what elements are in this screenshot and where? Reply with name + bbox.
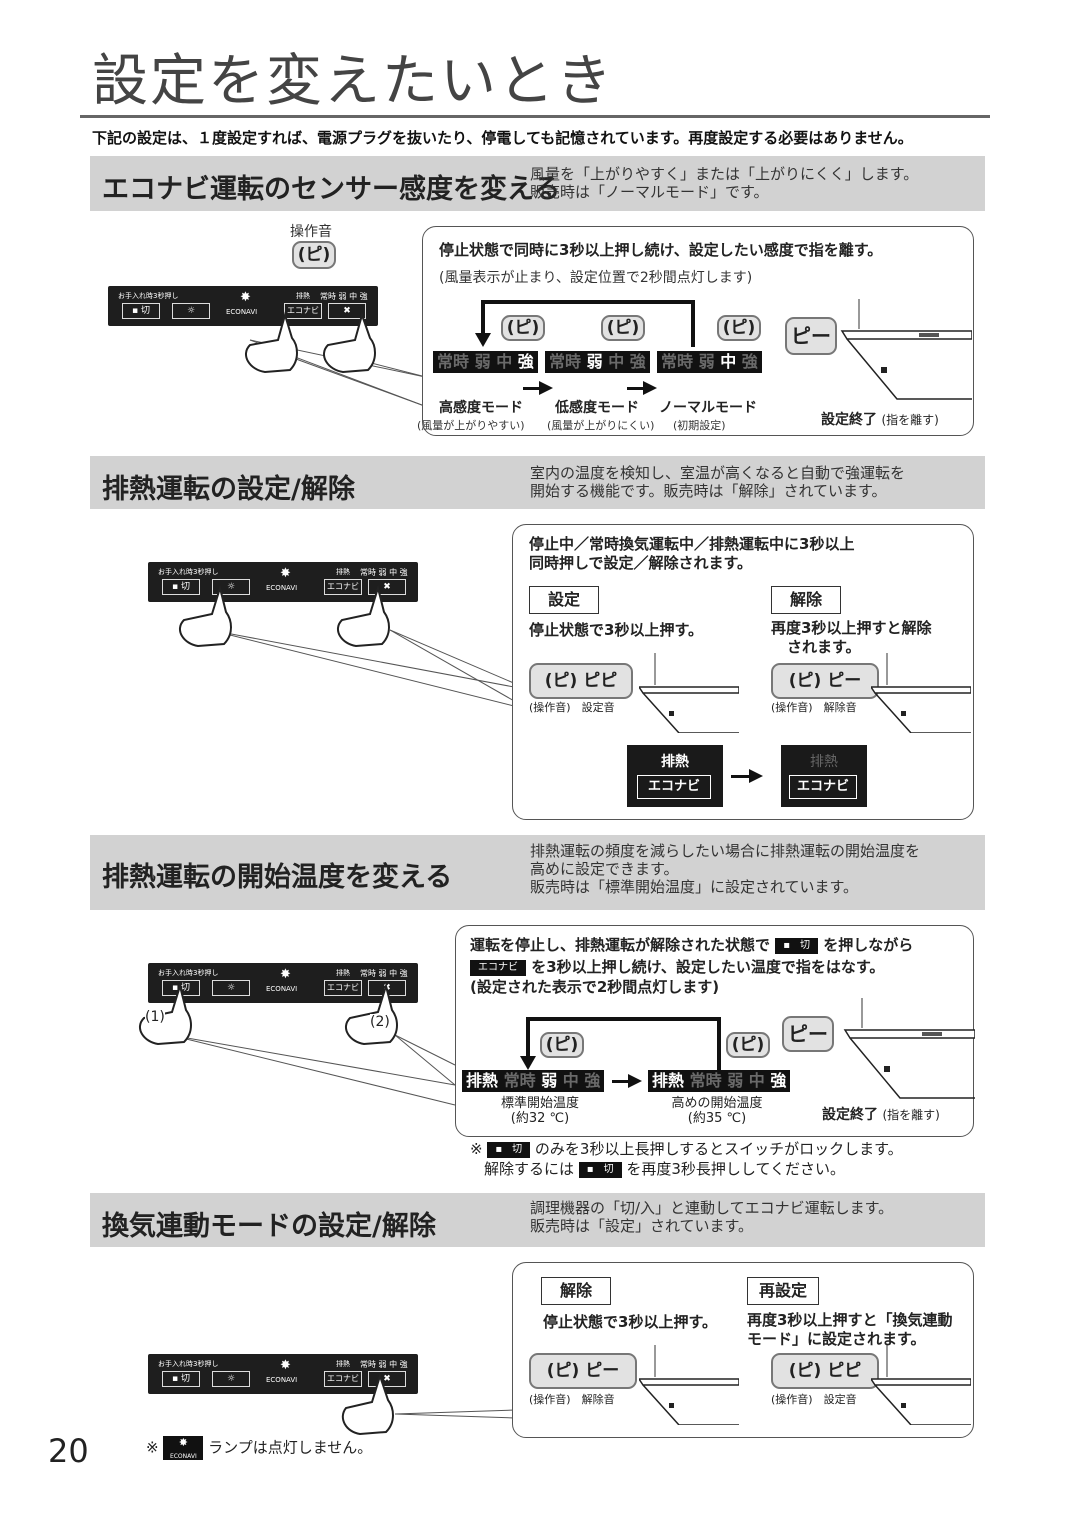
reset-sound-bubble: (ピ) ピピ: [771, 1353, 879, 1389]
finger-number-2: (2): [370, 1014, 390, 1030]
exhaust-lamp-off: 排熱 エコナビ: [781, 745, 867, 807]
pii-bubble: ピー: [785, 317, 837, 355]
cancel-sound-bubble: (ピ) ピー: [529, 1353, 637, 1389]
econavi-lamp-icon: ✸: [280, 566, 291, 581]
fan-button[interactable]: ✖: [368, 1371, 406, 1387]
cycle-arrow: [475, 300, 695, 347]
op-sound-label: 操作音: [290, 224, 332, 240]
econavi-lamp-icon: ✸: [178, 1436, 188, 1449]
exhaust-lamp-on: 排熱 エコナビ: [627, 745, 723, 807]
pointer-lines: [139, 982, 456, 1106]
light-button[interactable]: ☼: [212, 1371, 250, 1387]
page-title: 設定を変えたいとき: [92, 49, 614, 114]
econavi-button[interactable]: エコナビ: [324, 1371, 362, 1387]
section-header-exhaust: 排熱運転の設定/解除 室内の温度を検知し、室温が高くなると自動で強運転を開始する…: [90, 456, 985, 509]
light-button[interactable]: ☼: [172, 303, 210, 319]
lock-note-2: 解除するには ▪ 切 を再度3秒長押ししてください。: [484, 1160, 846, 1178]
set-sound-bubble: (ピ) ピピ: [529, 663, 633, 699]
econavi-lamp-chip: ✸ECONAVI: [163, 1436, 204, 1460]
pi-bubble: (ピ): [726, 1032, 770, 1058]
set-label: 設定: [529, 586, 599, 614]
hand-icon: [139, 982, 398, 1046]
instruction-box-link-mode: 解除 停止状態で3秒以上押す。 (ピ) ピー (操作音) 解除音 再設定 再度3…: [512, 1262, 974, 1438]
pii-bubble: ピー: [782, 1016, 834, 1052]
cycle-arrow: [520, 1017, 721, 1072]
range-hood-icon: [871, 1345, 971, 1425]
range-hood-icon: [639, 1345, 739, 1425]
section-header-link-mode: 換気連動モードの設定/解除 調理機器の「切/入」と連動してエコナビ運転します。販…: [90, 1193, 985, 1247]
display-high-temp: 排熱 常時 弱 中 強: [648, 1070, 791, 1092]
range-hood-icon: [871, 653, 971, 733]
econavi-lamp-icon: ✸: [280, 967, 291, 982]
cancel-label: 解除: [541, 1277, 611, 1305]
section-header-start-temp: 排熱運転の開始温度を変える 排熱運転の頻度を減らしたい場合に排熱運転の開始温度を…: [90, 835, 985, 910]
econavi-lamp-icon: ✸: [280, 1358, 291, 1373]
off-button[interactable]: ▪ 切: [122, 303, 160, 319]
hand-icon: [179, 584, 390, 648]
lock-note-1: ※ ▪ 切 のみを3秒以上長押しするとスイッチがロックします。: [470, 1140, 903, 1158]
pi-bubble: (ピ): [717, 315, 761, 341]
pi-bubble: (ピ): [501, 315, 545, 341]
hand-icon: [245, 311, 376, 374]
light-button[interactable]: ☼: [212, 980, 250, 996]
pi-bubble: (ピ): [540, 1032, 584, 1058]
display-standard-temp: 排熱 常時 弱 中 強: [462, 1070, 605, 1092]
off-button[interactable]: ▪ 切: [162, 1371, 200, 1387]
cancel-sound-bubble: (ピ) ピー: [771, 663, 879, 699]
pointer-lines: [245, 311, 430, 409]
range-hood-icon: [840, 299, 972, 400]
intro-text: 下記の設定は、１度設定すれば、電源プラグを抜いたり、停電しても記憶されています。…: [92, 129, 913, 147]
econavi-button[interactable]: エコナビ: [324, 579, 362, 595]
pointer-lines: [341, 1372, 516, 1436]
reset-label: 再設定: [747, 1277, 819, 1305]
econavi-button[interactable]: エコナビ: [284, 303, 322, 319]
cancel-label: 解除: [771, 586, 841, 614]
finger-number-1: (1): [145, 1009, 165, 1025]
pi-bubble: (ピ): [292, 241, 336, 269]
light-button[interactable]: ☼: [212, 579, 250, 595]
off-button[interactable]: ▪ 切: [162, 579, 200, 595]
display-low-sensitivity: 常時 弱 中 強: [545, 351, 650, 373]
control-panel: お手入れ時3秒押し ▪ 切 ☼ ✸ ECONAVI 排熱 常時 弱 中 強 エコ…: [108, 286, 378, 326]
econavi-button[interactable]: エコナビ: [324, 980, 362, 996]
hand-icon: [341, 1372, 394, 1436]
range-hood-icon: [843, 998, 975, 1099]
range-hood-icon: [639, 653, 739, 733]
econavi-lamp-icon: ✸: [240, 290, 251, 305]
instruction-box-sensor: 停止状態で同時に3秒以上押し続け、設定したい感度で指を離す。 (風量表示が止まり…: [417, 226, 974, 436]
pi-bubble: (ピ): [601, 315, 645, 341]
instruction-box-exhaust: 停止中／常時換気運転中／排熱運転中に3秒以上同時押しで設定／解除されます。 設定…: [512, 524, 974, 820]
fan-button[interactable]: ✖: [368, 579, 406, 595]
fan-button[interactable]: ✖: [328, 303, 366, 319]
pointer-lines: [179, 584, 531, 711]
title-rule: [80, 115, 990, 118]
section-title: エコナビ運転のセンサー感度を変える: [102, 174, 561, 205]
instruction-box-start-temp: 運転を停止し、排熱運転が解除された状態で ▪ 切 を押しながら エコナビ を3秒…: [455, 925, 975, 1137]
footnote: ※ ✸ECONAVI ランプは点灯しません。: [146, 1436, 373, 1460]
control-panel: お手入れ時3秒押し ▪ 切 ☼ ✸ ECONAVI 排熱 常時 弱 中 強 エコ…: [148, 1354, 418, 1394]
display-high-sensitivity: 常時 弱 中 強: [433, 351, 538, 373]
display-normal: 常時 弱 中 強: [657, 351, 762, 373]
section-header-sensor: エコナビ運転のセンサー感度を変える 風量を「上がりやすく」または「上がりにくく」…: [90, 156, 985, 211]
section-desc: 風量を「上がりやすく」または「上がりにくく」します。販売時は「ノーマルモード」で…: [530, 165, 919, 201]
page-number: 20: [48, 1432, 89, 1470]
control-panel: お手入れ時3秒押し ▪ 切 ☼ ✸ ECONAVI 排熱 常時 弱 中 強 エコ…: [148, 562, 418, 602]
